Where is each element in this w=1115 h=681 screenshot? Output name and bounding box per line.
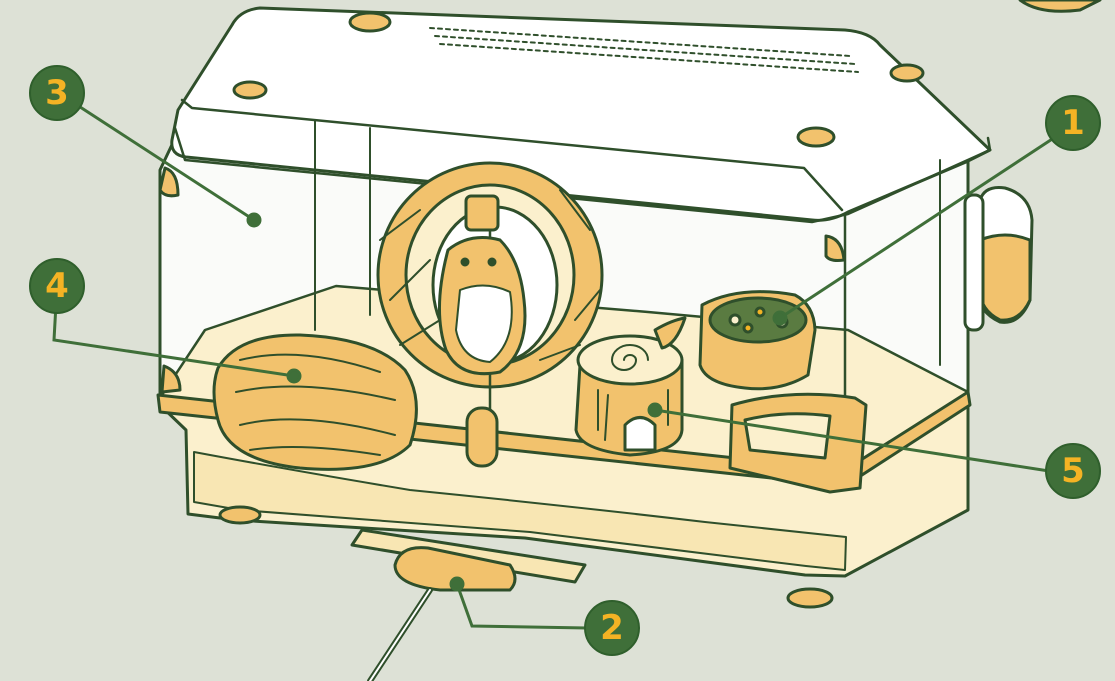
- callout-badge-4: 4: [29, 258, 85, 314]
- water-bottle-holder: [352, 530, 585, 681]
- callout-label: 2: [600, 611, 624, 645]
- callout-label: 5: [1061, 454, 1085, 488]
- callout-label: 3: [45, 76, 69, 110]
- callout-badge-3: 3: [29, 65, 85, 121]
- callout-badge-1: 1: [1045, 95, 1101, 151]
- callout-badge-2: 2: [584, 600, 640, 656]
- callout-badge-5: 5: [1045, 443, 1101, 499]
- callout-label: 4: [45, 269, 69, 303]
- hamster: [439, 238, 525, 374]
- water-bottle: [965, 188, 1032, 331]
- callout-label: 1: [1061, 106, 1085, 140]
- bedding-nest: [214, 335, 416, 469]
